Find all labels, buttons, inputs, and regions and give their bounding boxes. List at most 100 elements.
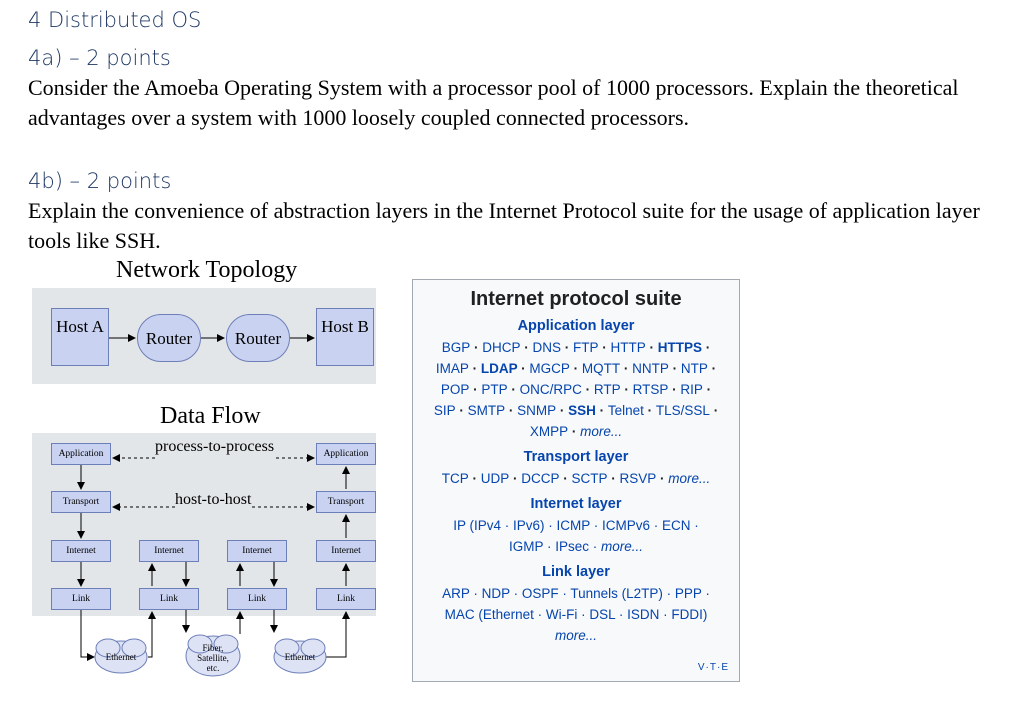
ips-link-line2[interactable]: MAC (Ethernet · Wi-Fi · DSL · ISDN · FDD… (444, 607, 708, 622)
separator-dot: · (702, 382, 712, 397)
protocol-link[interactable]: ONC/RPC (519, 382, 582, 397)
protocol-link[interactable]: PTP (481, 382, 508, 397)
question-4b-label: 4b) – 2 points (28, 169, 172, 193)
protocol-link[interactable]: HTTP (610, 340, 646, 355)
protocol-link[interactable]: SSH (568, 403, 596, 418)
protocol-link[interactable]: POP (440, 382, 470, 397)
question-4a-label: 4a) – 2 points (28, 46, 171, 70)
separator-dot: · (595, 403, 608, 418)
ips-internet-line2[interactable]: IGMP · IPsec · (508, 539, 598, 554)
more-link[interactable]: more... (668, 471, 711, 486)
ips-internet-list: IP (IPv4 · IPv6) · ICMP · ICMPv6 · ECN ·… (413, 513, 739, 557)
protocol-link[interactable]: TLS/SSL (655, 403, 710, 418)
separator-dot: · (507, 382, 520, 397)
protocol-link[interactable]: FTP (573, 340, 599, 355)
separator-dot: · (668, 382, 681, 397)
separator-dot: · (517, 361, 530, 376)
host-a-box: Host A (51, 308, 109, 366)
ips-link-line1[interactable]: ARP · NDP · OSPF · Tunnels (L2TP) · PPP … (442, 586, 710, 601)
protocol-link[interactable]: RIP (680, 382, 703, 397)
question-4b-text: Explain the convenience of abstraction l… (28, 198, 980, 253)
host-to-host-label: host-to-host (175, 491, 252, 508)
separator-dot: · (707, 361, 717, 376)
protocol-link[interactable]: XMPP (529, 424, 569, 439)
separator-dot: · (569, 361, 582, 376)
separator-dot: · (509, 471, 522, 486)
ips-internet-title[interactable]: Internet layer (530, 496, 622, 512)
internet-protocol-suite-box: Internet protocol suite Application laye… (412, 279, 740, 682)
separator-dot: · (645, 340, 658, 355)
separator-dot: · (559, 471, 572, 486)
separator-dot: · (468, 361, 481, 376)
router-1-label: Router (145, 329, 193, 348)
host-a-label: Host A (56, 317, 104, 336)
ips-link-more[interactable]: more... (554, 628, 597, 643)
left-application-layer: Application (51, 443, 111, 465)
separator-dot: · (561, 340, 574, 355)
separator-dot: · (598, 340, 611, 355)
separator-dot: · (469, 382, 482, 397)
more-link[interactable]: more... (580, 424, 623, 439)
ips-transport-list: TCP · UDP · DCCP · SCTP · RSVP · more... (413, 466, 739, 489)
separator-dot: · (556, 403, 569, 418)
separator-dot: · (656, 471, 669, 486)
separator-dot: · (468, 471, 481, 486)
ips-internet-line1[interactable]: IP (IPv4 · IPv6) · ICMP · ICMPv6 · ECN · (453, 518, 699, 533)
data-flow-title: Data Flow (160, 403, 261, 429)
separator-dot: · (470, 340, 483, 355)
protocol-link[interactable]: BGP (441, 340, 471, 355)
separator-dot: · (643, 403, 656, 418)
separator-dot: · (620, 382, 633, 397)
ips-internet-more[interactable]: more... (601, 539, 644, 554)
process-to-process-label: process-to-process (155, 438, 275, 455)
protocol-link[interactable]: HTTPS (657, 340, 703, 355)
protocol-link[interactable]: NNTP (632, 361, 669, 376)
protocol-link[interactable]: NTP (680, 361, 708, 376)
protocol-link[interactable]: IMAP (435, 361, 469, 376)
protocol-link[interactable]: SIP (433, 403, 456, 418)
protocol-link[interactable]: SMTP (467, 403, 506, 418)
right-application-layer: Application (316, 443, 376, 465)
separator-dot: · (607, 471, 620, 486)
router-1-link-layer: Link (139, 588, 199, 610)
protocol-link[interactable]: RTSP (632, 382, 669, 397)
protocol-link[interactable]: TCP (441, 471, 469, 486)
left-link-layer: Link (51, 588, 111, 610)
protocol-link[interactable]: RSVP (619, 471, 657, 486)
right-transport-layer: Transport (316, 491, 376, 513)
section-heading: 4 Distributed OS (28, 8, 202, 32)
protocol-link[interactable]: LDAP (480, 361, 518, 376)
right-internet-layer: Internet (316, 540, 376, 562)
protocol-link[interactable]: DHCP (482, 340, 521, 355)
host-b-box: Host B (316, 308, 374, 366)
right-link-layer: Link (316, 588, 376, 610)
ips-transport-title[interactable]: Transport layer (523, 449, 629, 465)
protocol-link[interactable]: DCCP (521, 471, 560, 486)
protocol-link[interactable]: SNMP (517, 403, 557, 418)
protocol-link[interactable]: UDP (480, 471, 510, 486)
protocol-link[interactable]: MGCP (529, 361, 570, 376)
separator-dot: · (668, 361, 681, 376)
separator-dot: · (520, 340, 533, 355)
left-internet-layer: Internet (51, 540, 111, 562)
router-1-internet-layer: Internet (139, 540, 199, 562)
router-2-label: Router (234, 329, 282, 348)
protocol-link[interactable]: DNS (532, 340, 562, 355)
ips-application-title[interactable]: Application layer (517, 318, 635, 334)
separator-dot: · (505, 403, 518, 418)
router-2: Router (226, 314, 290, 362)
router-2-internet-layer: Internet (227, 540, 287, 562)
protocol-link[interactable]: Telnet (607, 403, 644, 418)
vte-links[interactable]: V·T·E (697, 662, 729, 673)
network-topology-title: Network Topology (116, 257, 298, 283)
ips-title: Internet protocol suite (470, 288, 682, 310)
protocol-link[interactable]: SCTP (571, 471, 608, 486)
router-2-link-layer: Link (227, 588, 287, 610)
ips-link-title[interactable]: Link layer (542, 564, 610, 580)
host-b-label: Host B (321, 317, 369, 336)
protocol-link[interactable]: MQTT (581, 361, 621, 376)
ethernet-cloud-right: Ethernet (284, 652, 316, 662)
question-4a-text: Consider the Amoeba Operating System wit… (28, 75, 959, 130)
separator-dot: · (620, 361, 633, 376)
protocol-link[interactable]: RTP (593, 382, 621, 397)
